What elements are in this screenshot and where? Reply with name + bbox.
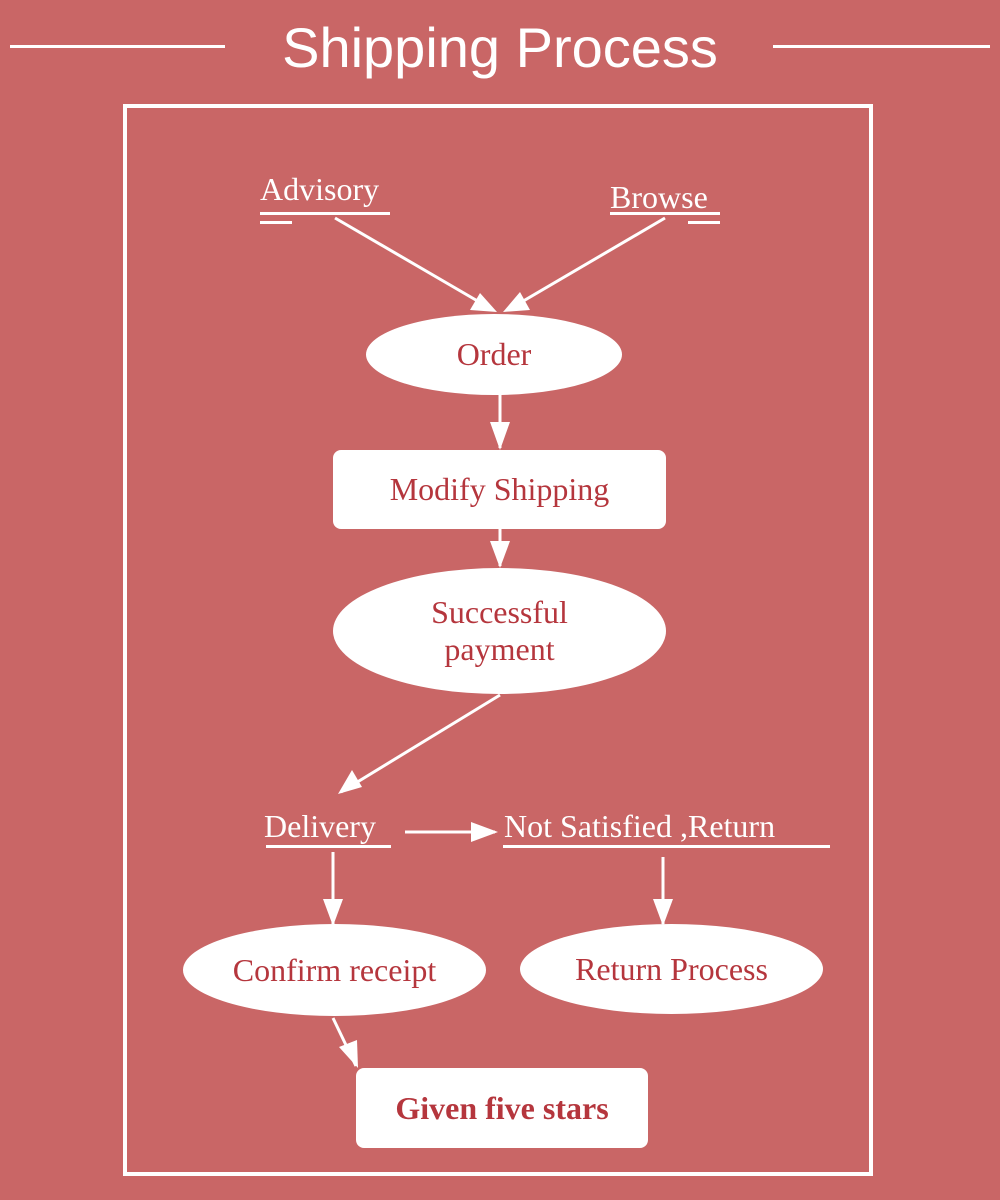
browse-underline-short: [688, 221, 720, 224]
arrowhead-not-satisfied-return: [653, 899, 673, 926]
arrowhead-order-modify: [490, 422, 510, 450]
modify-shipping-node: Modify Shipping: [333, 450, 666, 529]
modify-shipping-label: Modify Shipping: [389, 471, 610, 507]
title-line-left: [10, 45, 225, 48]
arrowhead-modify-payment: [490, 541, 510, 568]
arrowhead-delivery-not-satisfied: [471, 822, 498, 842]
return-process-label: Return Process: [575, 950, 768, 987]
browse-label: Browse: [610, 179, 708, 215]
title-line-right: [773, 45, 990, 48]
delivery-label: Delivery: [264, 808, 376, 844]
arrowhead-browse: [503, 292, 530, 312]
arrowhead-confirm-five-stars: [339, 1040, 358, 1068]
given-five-stars-label: Given five stars: [395, 1089, 609, 1126]
arrowhead-payment-delivery: [338, 770, 362, 794]
successful-payment-line1: Successful: [431, 594, 568, 631]
advisory-underline: [260, 212, 390, 215]
arrowhead-delivery-confirm: [323, 899, 343, 926]
not-satisfied-label: Not Satisfied ,Return: [504, 808, 776, 844]
return-process-node: Return Process: [520, 924, 823, 1014]
page-title: Shipping Process: [282, 16, 718, 79]
arrowhead-advisory: [470, 293, 497, 312]
delivery-underline: [266, 845, 391, 848]
arrow-browse-to-order: [507, 216, 666, 312]
arrow-advisory-to-order: [334, 216, 494, 312]
advisory-label: Advisory: [260, 171, 380, 207]
confirm-receipt-node: Confirm receipt: [183, 924, 486, 1016]
arrow-payment-to-delivery: [340, 693, 501, 794]
given-five-stars-node: Given five stars: [356, 1068, 648, 1148]
not-satisfied-underline: [503, 845, 830, 848]
diagram-frame: [123, 104, 873, 1176]
order-node: Order: [366, 314, 622, 395]
browse-underline: [610, 212, 720, 215]
advisory-underline-short: [260, 221, 292, 224]
successful-payment-line2: payment: [444, 631, 555, 667]
confirm-receipt-label: Confirm receipt: [232, 951, 437, 988]
successful-payment-node: Successful payment: [333, 568, 666, 694]
order-label: Order: [456, 336, 532, 372]
